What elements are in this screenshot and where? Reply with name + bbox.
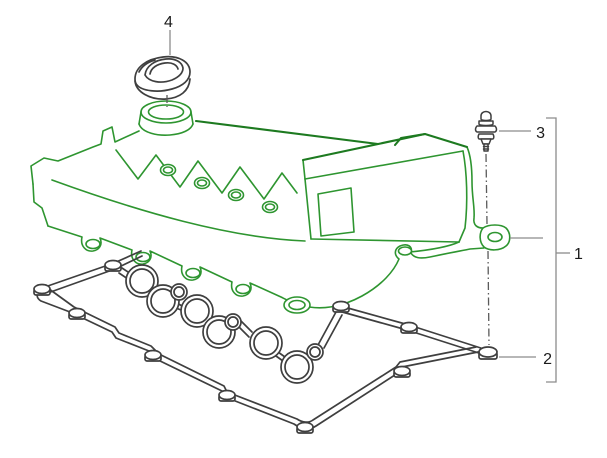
cover-box-front-bottom-edge — [310, 238, 460, 243]
cover-flange-holes — [85, 238, 413, 314]
tube-seal-inner — [150, 288, 176, 314]
bolt-axis-line — [485, 153, 490, 346]
filler-neck-opening — [147, 104, 185, 120]
cover-left-edge-path — [32, 183, 49, 227]
cover-box-front-right-edge — [458, 150, 468, 243]
chain-link — [317, 311, 343, 349]
cover-rib-zigzag — [115, 149, 298, 200]
flange-hole — [85, 238, 101, 250]
cover-box-left-edge — [304, 178, 312, 240]
valve-cover-drawing — [30, 100, 511, 314]
grommet-top — [104, 259, 122, 271]
cover-right-edge-path — [466, 146, 484, 229]
deck-port-inner — [230, 191, 242, 199]
deck-port-inner — [162, 166, 174, 174]
gasket-grommets — [33, 259, 498, 434]
cover-box-inset-panel — [317, 187, 355, 237]
grommet-top — [296, 421, 314, 433]
grommet-top — [218, 389, 236, 401]
cap-bevel — [138, 59, 156, 73]
cover-deck-crease — [51, 179, 306, 242]
deck-port-inner — [196, 179, 208, 187]
cover-back-ridge — [194, 119, 380, 146]
grommet-top — [393, 365, 411, 377]
grommet-top — [400, 321, 418, 333]
cover-corner-lug-hole — [487, 231, 503, 243]
grommet-top — [33, 283, 51, 295]
gasket-drawing — [33, 250, 498, 434]
small-seal-inner — [227, 316, 239, 328]
deck-port — [159, 163, 177, 177]
deck-port — [193, 176, 211, 190]
cover-flange-path — [47, 225, 485, 309]
tube-seal-inner — [206, 319, 232, 345]
cover-heavy-edges — [194, 119, 469, 162]
grommet-top — [332, 300, 350, 312]
flange-boss-inner — [288, 299, 306, 311]
flange-hole — [235, 283, 251, 295]
filler-neck-walls — [138, 111, 194, 125]
callout-label-3: 3 — [536, 125, 545, 142]
small-seal-inner — [173, 286, 185, 298]
flange-hole — [185, 267, 201, 279]
cover-filler-neck — [138, 100, 194, 136]
axis-lines — [166, 95, 490, 346]
tube-seal-inner — [129, 268, 155, 294]
bolt-flange-1 — [474, 125, 498, 133]
deck-port — [261, 200, 279, 214]
cover-below-box-crease — [409, 241, 460, 253]
callout-label-2: 2 — [543, 351, 552, 368]
cap-grip-inner — [149, 61, 179, 75]
callout-labels: 4 3 1 2 — [164, 14, 583, 368]
flange-hole — [397, 246, 413, 256]
bolt-collar — [478, 120, 494, 127]
grommet-top — [144, 349, 162, 361]
callout-lines — [169, 30, 570, 383]
bolt-stud — [483, 143, 489, 152]
cover-box-left-connector — [302, 159, 306, 180]
callout-label-4: 4 — [164, 14, 173, 31]
cap-skirt — [134, 78, 191, 100]
grommet-top — [68, 307, 86, 319]
gasket-near-edge-inner — [44, 285, 477, 423]
cover-box-near-top-edge — [304, 150, 464, 180]
group-bracket — [546, 117, 557, 383]
bolt-flange-2 — [477, 133, 495, 140]
flange-hole — [135, 251, 151, 263]
oil-filler-cap-drawing — [134, 55, 191, 100]
cover-deck-ports — [159, 163, 279, 214]
deck-port — [227, 188, 245, 202]
small-seal-inner — [309, 346, 321, 358]
cap-grip — [144, 58, 184, 83]
cover-box-step — [393, 132, 427, 147]
flange-boss — [283, 296, 311, 314]
tube-seal-inner — [184, 298, 210, 324]
tube-seal-inner — [284, 354, 310, 380]
gasket-tube-seals — [125, 264, 324, 384]
bolt-threads — [482, 145, 490, 150]
deck-port-inner — [264, 203, 276, 211]
tube-seal-inner — [253, 330, 279, 356]
cover-left-end-path — [30, 126, 140, 185]
callout-label-1: 1 — [574, 246, 583, 263]
bolt-head — [480, 110, 492, 122]
bolt-drawing — [474, 110, 498, 152]
bolt-taper — [480, 138, 492, 145]
grommet-top — [478, 346, 498, 358]
filler-neck-base — [138, 123, 194, 136]
